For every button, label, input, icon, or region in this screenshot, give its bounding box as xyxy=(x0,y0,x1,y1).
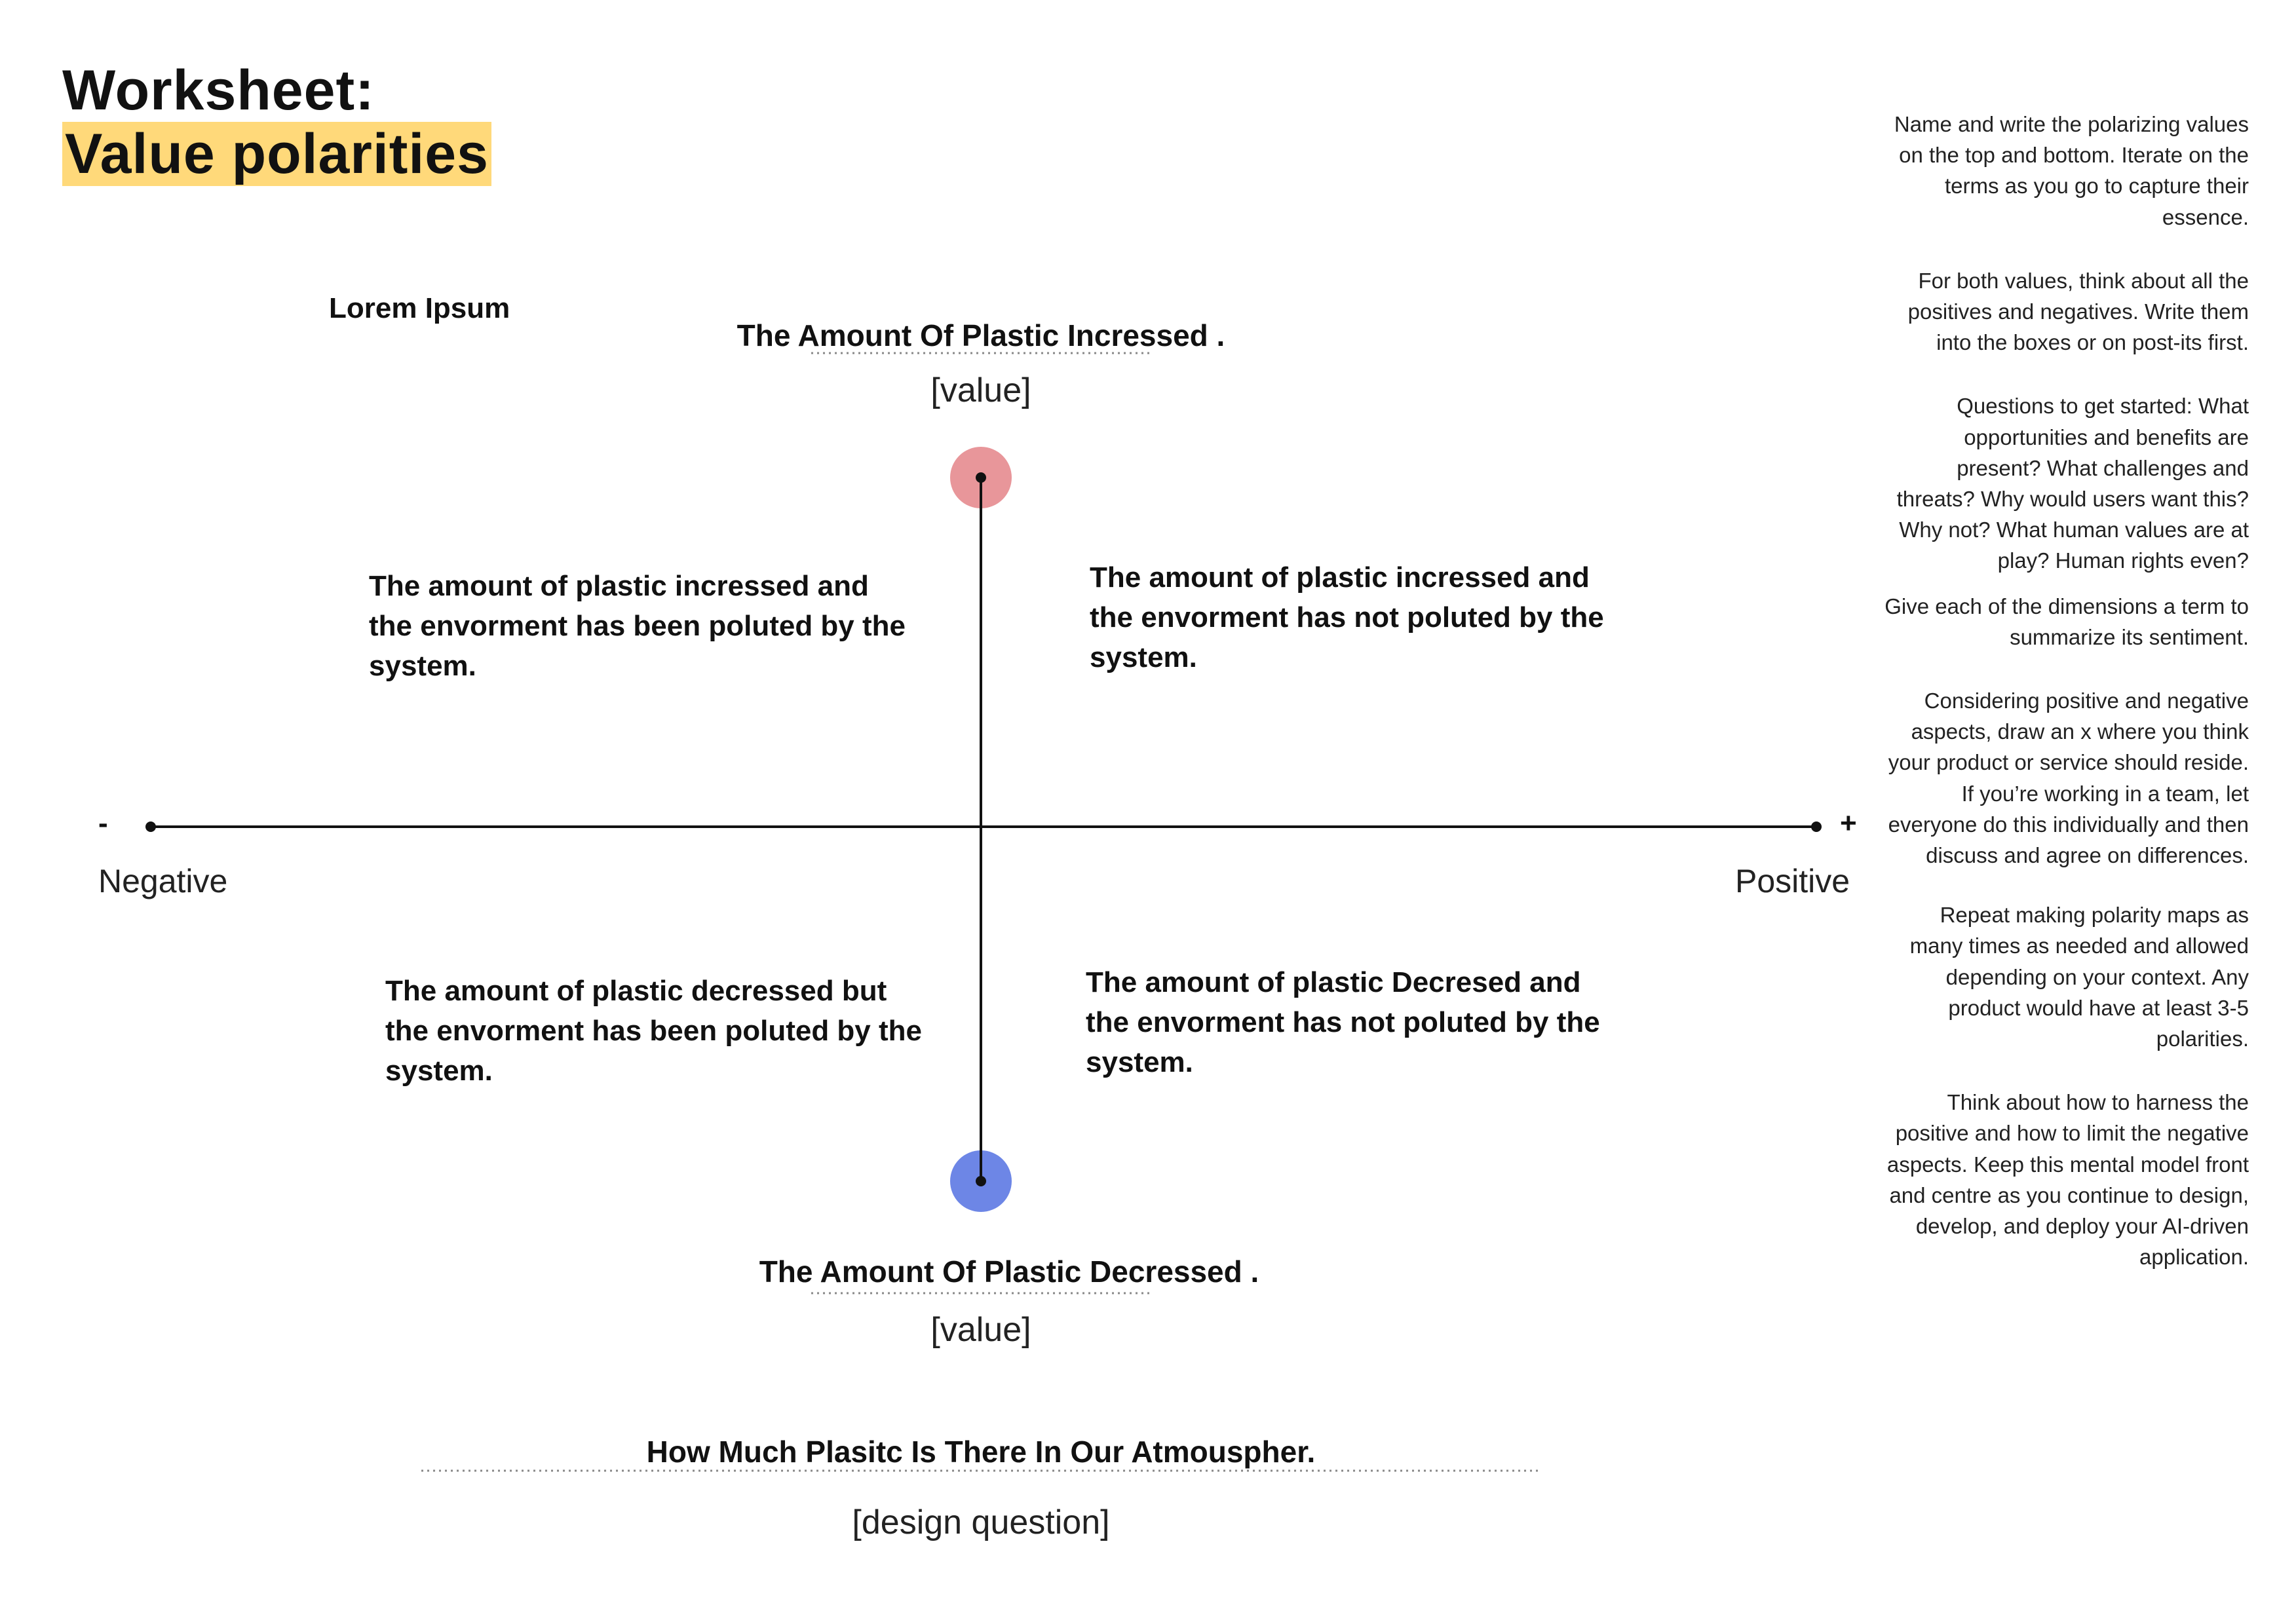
top-value-text[interactable]: The Amount Of Plastic Incressed . xyxy=(737,318,1225,352)
vertical-end-dot-bottom xyxy=(976,1176,986,1186)
instruction-6: Repeat making polarity maps as many time… xyxy=(1909,903,2249,1051)
top-value-placeholder: [value] xyxy=(930,371,1031,409)
page-title-line2: Value polarities xyxy=(62,122,491,186)
quadrant-bottom-left[interactable]: The amount of plastic decressed but the … xyxy=(385,975,923,1087)
instruction-2: For both values, think about all the pos… xyxy=(1907,268,2249,355)
page-title-line1: Worksheet: xyxy=(62,59,375,122)
negative-sign: - xyxy=(98,807,108,839)
axis-end-dot-left xyxy=(145,821,156,832)
quadrant-bottom-right[interactable]: The amount of plastic Decresed and the e… xyxy=(1086,966,1600,1078)
bottom-value-placeholder: [value] xyxy=(930,1311,1031,1349)
vertical-end-dot-top xyxy=(976,472,986,483)
quadrant-top-left[interactable]: The amount of plastic incressed and the … xyxy=(369,570,906,682)
instruction-7: Think about how to harness the positive … xyxy=(1886,1090,2249,1270)
bottom-value-text[interactable]: The Amount Of Plastic Decressed . xyxy=(759,1255,1259,1289)
instruction-5: Considering positive and negative aspect… xyxy=(1888,689,2249,868)
axis-end-dot-right xyxy=(1811,821,1822,832)
design-question-text[interactable]: How Much Plasitc Is There In Our Atmousp… xyxy=(646,1435,1316,1469)
instruction-3: Questions to get started: What opportuni… xyxy=(1896,394,2249,573)
instructions-panel: Name and write the polarizing values on … xyxy=(1882,109,2249,1306)
instruction-4: Give each of the dimensions a term to su… xyxy=(1885,594,2249,649)
quadrant-top-right[interactable]: The amount of plastic incressed and the … xyxy=(1090,561,1604,673)
instruction-1: Name and write the polarizing values on … xyxy=(1894,112,2249,229)
negative-label: Negative xyxy=(98,863,228,899)
design-question-placeholder: [design question] xyxy=(852,1503,1110,1541)
positive-sign: + xyxy=(1840,807,1857,839)
note-text: Lorem Ipsum xyxy=(329,292,510,324)
positive-label: Positive xyxy=(1735,863,1850,899)
